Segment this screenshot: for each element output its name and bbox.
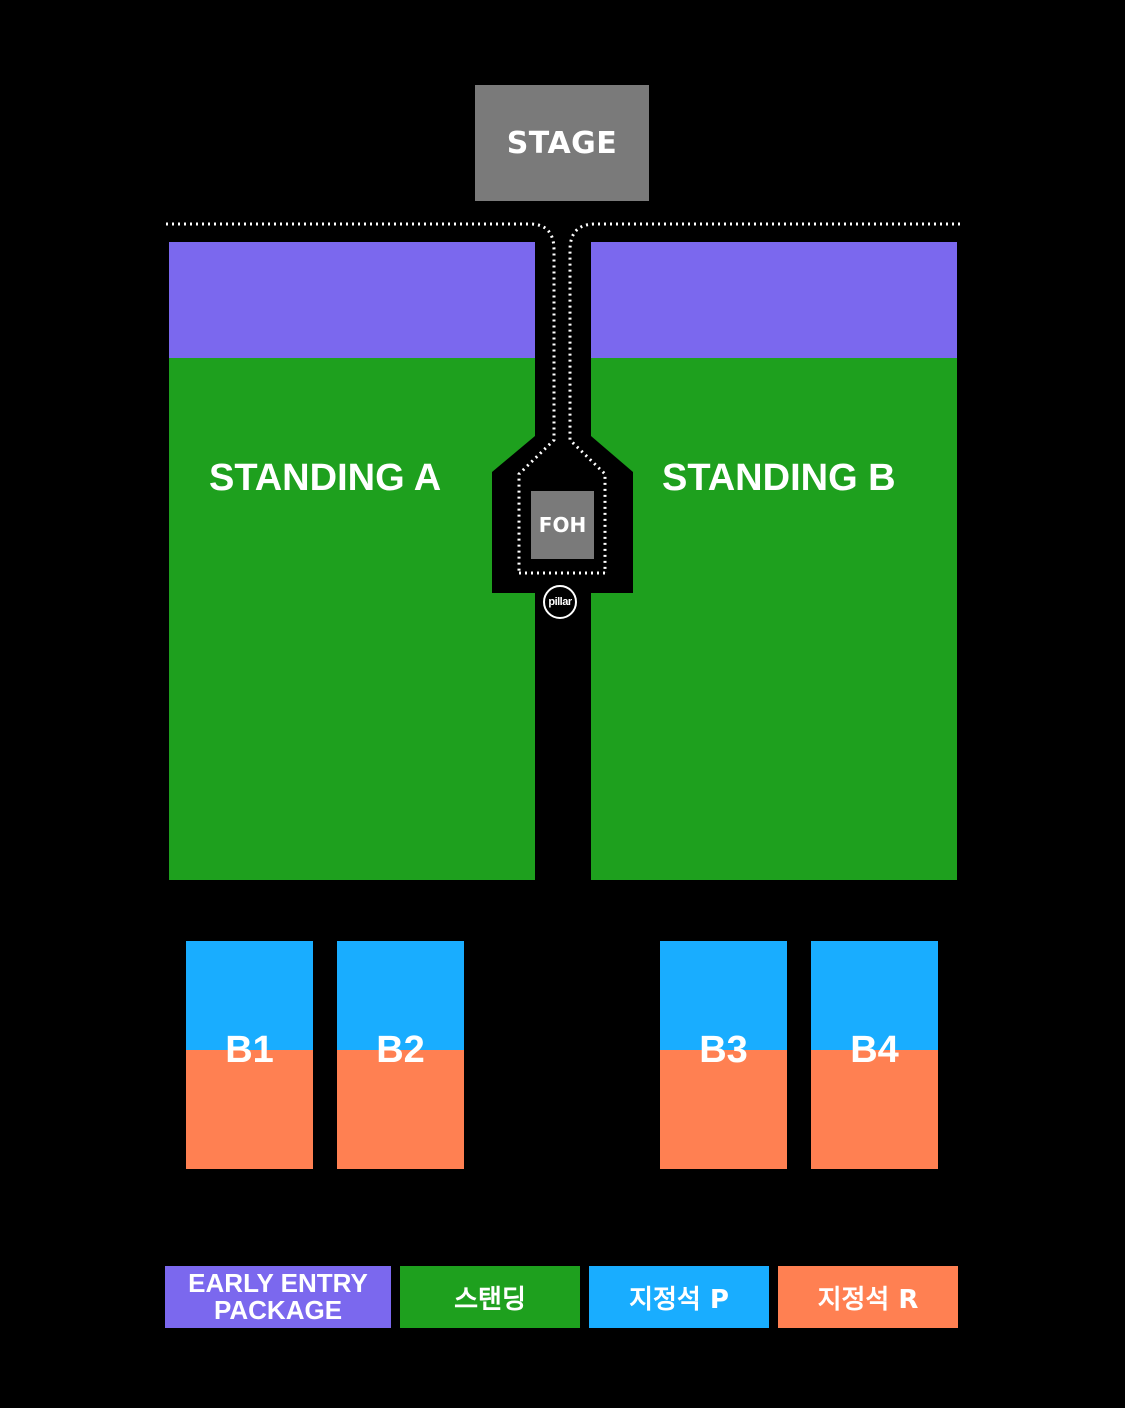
legend-reserved-p: 지정석 P bbox=[589, 1266, 769, 1328]
block-b3[interactable]: B3 bbox=[660, 941, 787, 1169]
legend-reserved-r: 지정석 R bbox=[778, 1266, 958, 1328]
standing-b-label: STANDING B bbox=[662, 457, 896, 499]
legend-standing: 스탠딩 bbox=[400, 1266, 580, 1328]
standing-a-label: STANDING A bbox=[209, 457, 442, 499]
foh-box: FOH bbox=[531, 491, 594, 559]
foh-label: FOH bbox=[538, 513, 587, 537]
block-b1-reserved-r[interactable] bbox=[186, 1050, 313, 1169]
stage-label: STAGE bbox=[506, 125, 618, 161]
block-b2[interactable]: B2 bbox=[337, 941, 464, 1169]
block-b3-reserved-r[interactable] bbox=[660, 1050, 787, 1169]
legend-early-entry-line2: PACKAGE bbox=[213, 1295, 343, 1325]
early-entry-zone-a[interactable] bbox=[169, 242, 535, 358]
pillar-marker: pillar bbox=[543, 585, 577, 619]
block-b3-reserved-p[interactable] bbox=[660, 941, 787, 1050]
legend-early-entry-line1: EARLY ENTRY bbox=[188, 1268, 368, 1298]
block-b2-reserved-r[interactable] bbox=[337, 1050, 464, 1169]
stage: STAGE bbox=[475, 85, 649, 201]
block-b1[interactable]: B1 bbox=[186, 941, 313, 1169]
standing-zone-b[interactable]: STANDING B bbox=[591, 358, 957, 880]
block-b4-reserved-p[interactable] bbox=[811, 941, 938, 1050]
legend-standing-label: 스탠딩 bbox=[454, 1284, 526, 1315]
block-b4-label: B4 bbox=[850, 1029, 899, 1071]
block-b2-label: B2 bbox=[376, 1029, 425, 1071]
block-b2-reserved-p[interactable] bbox=[337, 941, 464, 1050]
pillar-label: pillar bbox=[548, 596, 572, 608]
early-entry-zone-b[interactable] bbox=[591, 242, 957, 358]
block-b1-label: B1 bbox=[225, 1029, 274, 1071]
block-b1-reserved-p[interactable] bbox=[186, 941, 313, 1050]
front-barrier-right bbox=[568, 222, 960, 573]
block-b3-label: B3 bbox=[699, 1029, 748, 1071]
standing-zone-a[interactable]: STANDING A bbox=[169, 358, 535, 880]
block-b4-reserved-r[interactable] bbox=[811, 1050, 938, 1169]
legend-early-entry: EARLY ENTRY PACKAGE bbox=[165, 1266, 391, 1328]
legend-reserved-p-label: 지정석 P bbox=[629, 1284, 729, 1315]
legend-reserved-r-label: 지정석 R bbox=[817, 1284, 919, 1315]
block-b4[interactable]: B4 bbox=[811, 941, 938, 1169]
